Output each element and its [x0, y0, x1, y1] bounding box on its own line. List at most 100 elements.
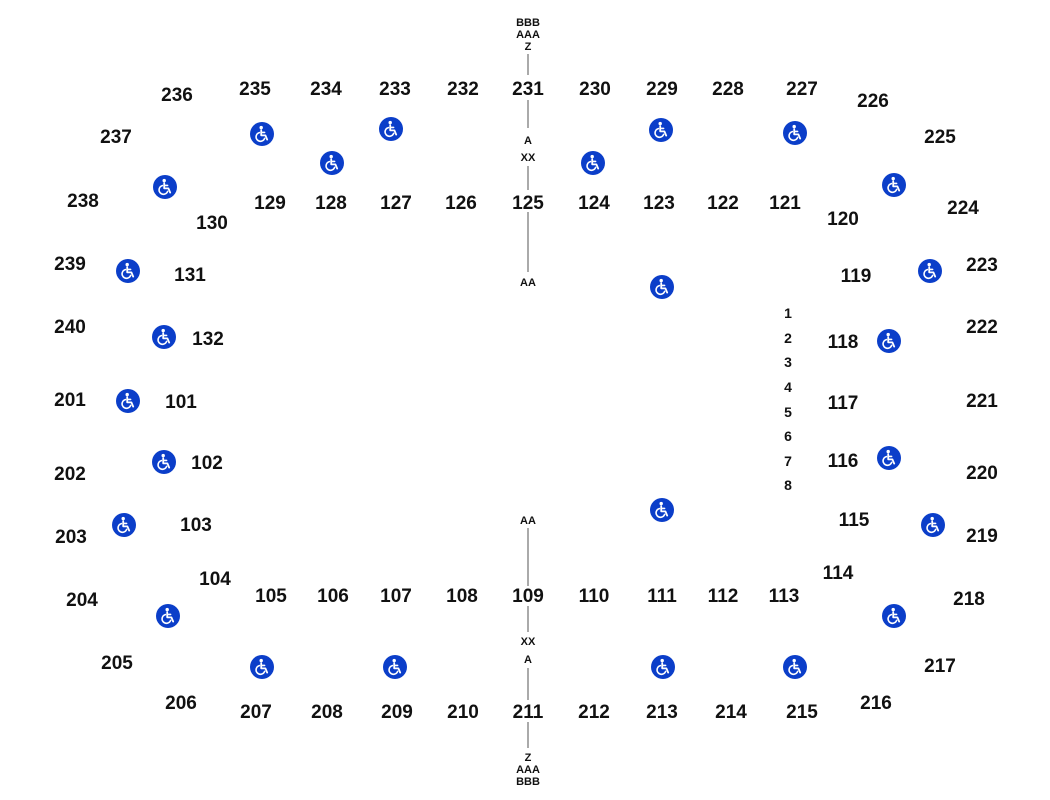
section-108[interactable]: 108: [446, 586, 478, 607]
wheelchair-icon[interactable]: [320, 151, 344, 175]
wheelchair-icon[interactable]: [116, 259, 140, 283]
section-222[interactable]: 222: [966, 317, 998, 338]
section-224[interactable]: 224: [947, 198, 979, 219]
wheelchair-icon[interactable]: [882, 604, 906, 628]
wheelchair-icon[interactable]: [581, 151, 605, 175]
section-107[interactable]: 107: [380, 586, 412, 607]
section-121[interactable]: 121: [769, 193, 801, 214]
section-214[interactable]: 214: [715, 702, 747, 723]
wheelchair-icon[interactable]: [152, 450, 176, 474]
section-201[interactable]: 201: [54, 390, 86, 411]
section-129[interactable]: 129: [254, 193, 286, 214]
section-232[interactable]: 232: [447, 79, 479, 100]
section-113[interactable]: 113: [769, 586, 800, 607]
section-231[interactable]: 231: [512, 79, 544, 100]
section-125[interactable]: 125: [512, 193, 544, 214]
row-label-aaa-top: AAA: [516, 29, 540, 41]
section-226[interactable]: 226: [857, 91, 889, 112]
section-230[interactable]: 230: [579, 79, 611, 100]
floor-row-1: 1: [784, 305, 792, 321]
wheelchair-icon[interactable]: [783, 121, 807, 145]
section-221[interactable]: 221: [966, 391, 998, 412]
section-235[interactable]: 235: [239, 79, 271, 100]
section-218[interactable]: 218: [953, 589, 985, 610]
section-111[interactable]: 111: [647, 586, 677, 607]
section-234[interactable]: 234: [310, 79, 342, 100]
section-105[interactable]: 105: [255, 586, 287, 607]
section-229[interactable]: 229: [646, 79, 678, 100]
section-233[interactable]: 233: [379, 79, 411, 100]
section-236[interactable]: 236: [161, 85, 193, 106]
wheelchair-icon[interactable]: [152, 325, 176, 349]
section-115[interactable]: 115: [839, 510, 870, 531]
wheelchair-icon[interactable]: [882, 173, 906, 197]
wheelchair-icon[interactable]: [877, 446, 901, 470]
wheelchair-icon[interactable]: [379, 117, 403, 141]
section-204[interactable]: 204: [66, 590, 98, 611]
section-122[interactable]: 122: [707, 193, 739, 214]
section-103[interactable]: 103: [180, 515, 212, 536]
section-130[interactable]: 130: [196, 213, 228, 234]
section-112[interactable]: 112: [708, 586, 739, 607]
wheelchair-icon[interactable]: [918, 259, 942, 283]
section-228[interactable]: 228: [712, 79, 744, 100]
section-132[interactable]: 132: [192, 329, 224, 350]
section-216[interactable]: 216: [860, 693, 892, 714]
section-203[interactable]: 203: [55, 527, 87, 548]
section-208[interactable]: 208: [311, 702, 343, 723]
section-217[interactable]: 217: [924, 656, 956, 677]
section-240[interactable]: 240: [54, 317, 86, 338]
section-109[interactable]: 109: [512, 586, 544, 607]
section-212[interactable]: 212: [578, 702, 610, 723]
section-211[interactable]: 211: [513, 702, 544, 723]
wheelchair-icon[interactable]: [650, 275, 674, 299]
section-206[interactable]: 206: [165, 693, 197, 714]
section-101[interactable]: 101: [165, 392, 197, 413]
section-106[interactable]: 106: [317, 586, 349, 607]
section-118[interactable]: 118: [828, 332, 859, 353]
wheelchair-icon[interactable]: [116, 389, 140, 413]
section-223[interactable]: 223: [966, 255, 998, 276]
section-116[interactable]: 116: [828, 451, 859, 472]
wheelchair-icon[interactable]: [250, 122, 274, 146]
section-219[interactable]: 219: [966, 526, 998, 547]
wheelchair-icon[interactable]: [112, 513, 136, 537]
section-238[interactable]: 238: [67, 191, 99, 212]
wheelchair-icon[interactable]: [383, 655, 407, 679]
section-220[interactable]: 220: [966, 463, 998, 484]
section-227[interactable]: 227: [786, 79, 818, 100]
section-128[interactable]: 128: [315, 193, 347, 214]
section-209[interactable]: 209: [381, 702, 413, 723]
section-123[interactable]: 123: [643, 193, 675, 214]
section-117[interactable]: 117: [828, 393, 859, 414]
section-210[interactable]: 210: [447, 702, 479, 723]
wheelchair-icon[interactable]: [921, 513, 945, 537]
section-104[interactable]: 104: [199, 569, 231, 590]
wheelchair-icon[interactable]: [877, 329, 901, 353]
wheelchair-icon[interactable]: [153, 175, 177, 199]
section-207[interactable]: 207: [240, 702, 272, 723]
section-127[interactable]: 127: [380, 193, 412, 214]
section-114[interactable]: 114: [823, 563, 854, 584]
section-205[interactable]: 205: [101, 653, 133, 674]
section-213[interactable]: 213: [646, 702, 678, 723]
wheelchair-icon[interactable]: [649, 118, 673, 142]
section-239[interactable]: 239: [54, 254, 86, 275]
section-124[interactable]: 124: [578, 193, 610, 214]
section-202[interactable]: 202: [54, 464, 86, 485]
row-label-aa-bottom: AA: [520, 515, 536, 527]
section-102[interactable]: 102: [191, 453, 223, 474]
section-225[interactable]: 225: [924, 127, 956, 148]
section-131[interactable]: 131: [174, 265, 206, 286]
section-110[interactable]: 110: [579, 586, 610, 607]
section-120[interactable]: 120: [827, 209, 859, 230]
section-119[interactable]: 119: [841, 266, 872, 287]
section-237[interactable]: 237: [100, 127, 132, 148]
wheelchair-icon[interactable]: [783, 655, 807, 679]
wheelchair-icon[interactable]: [156, 604, 180, 628]
wheelchair-icon[interactable]: [650, 498, 674, 522]
section-126[interactable]: 126: [445, 193, 477, 214]
section-215[interactable]: 215: [786, 702, 818, 723]
wheelchair-icon[interactable]: [250, 655, 274, 679]
wheelchair-icon[interactable]: [651, 655, 675, 679]
